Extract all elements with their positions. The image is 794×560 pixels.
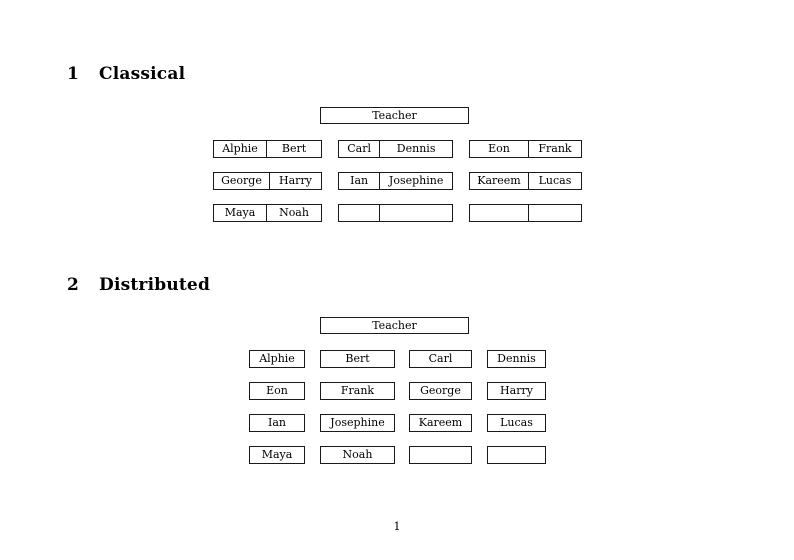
pair-cell [527, 205, 581, 221]
pair-cell [470, 205, 528, 221]
pair-cell: Josephine [379, 173, 452, 189]
student-box: Josephine [320, 414, 395, 432]
student-box: Frank [320, 382, 395, 400]
pair-cell: Maya [224, 206, 256, 219]
pair-cell: Noah [266, 205, 321, 221]
pair-row [338, 204, 453, 222]
student-box: Noah [320, 446, 395, 464]
pair-cell: Lucas [527, 173, 581, 189]
section-title: Classical [99, 64, 186, 84]
pair-row: Ian Josephine [338, 172, 453, 190]
pair-row: Eon Frank [469, 140, 582, 158]
student-box: Dennis [487, 350, 546, 368]
pair-cell: Alphie [222, 142, 258, 155]
section-heading-classical: 1 Classical [67, 64, 185, 84]
section-title: Distributed [99, 275, 211, 295]
teacher-box-classical: Teacher [320, 107, 469, 124]
student-box: Ian [249, 414, 305, 432]
student-box [409, 446, 472, 464]
pair-cell: Bert [266, 141, 321, 157]
section-heading-distributed: 2 Distributed [67, 275, 210, 295]
student-box: Bert [320, 350, 395, 368]
student-box: Harry [487, 382, 546, 400]
pair-cell: Carl [347, 142, 372, 155]
student-box: Alphie [249, 350, 305, 368]
pair-cell [339, 205, 379, 221]
student-box: Lucas [487, 414, 546, 432]
pair-cell: George [221, 174, 262, 187]
student-box: Kareem [409, 414, 472, 432]
pair-cell: Eon [488, 142, 510, 155]
student-box: Carl [409, 350, 472, 368]
pair-row: George Harry [213, 172, 322, 190]
pair-cell: Frank [527, 141, 581, 157]
pair-row: Kareem Lucas [469, 172, 582, 190]
pair-cell: Dennis [379, 141, 452, 157]
teacher-box-distributed: Teacher [320, 317, 469, 334]
pair-row: Maya Noah [213, 204, 322, 222]
page-number: 1 [393, 520, 401, 533]
pair-cell: Harry [268, 173, 321, 189]
pair-cell: Kareem [477, 174, 521, 187]
student-box: Eon [249, 382, 305, 400]
pair-row: Alphie Bert [213, 140, 322, 158]
student-box: Maya [249, 446, 305, 464]
student-box [487, 446, 546, 464]
section-number: 2 [67, 275, 80, 295]
section-number: 1 [67, 64, 80, 84]
pair-row [469, 204, 582, 222]
student-box: George [409, 382, 472, 400]
pair-cell [379, 205, 452, 221]
pair-row: Carl Dennis [338, 140, 453, 158]
pair-cell: Ian [350, 174, 369, 187]
